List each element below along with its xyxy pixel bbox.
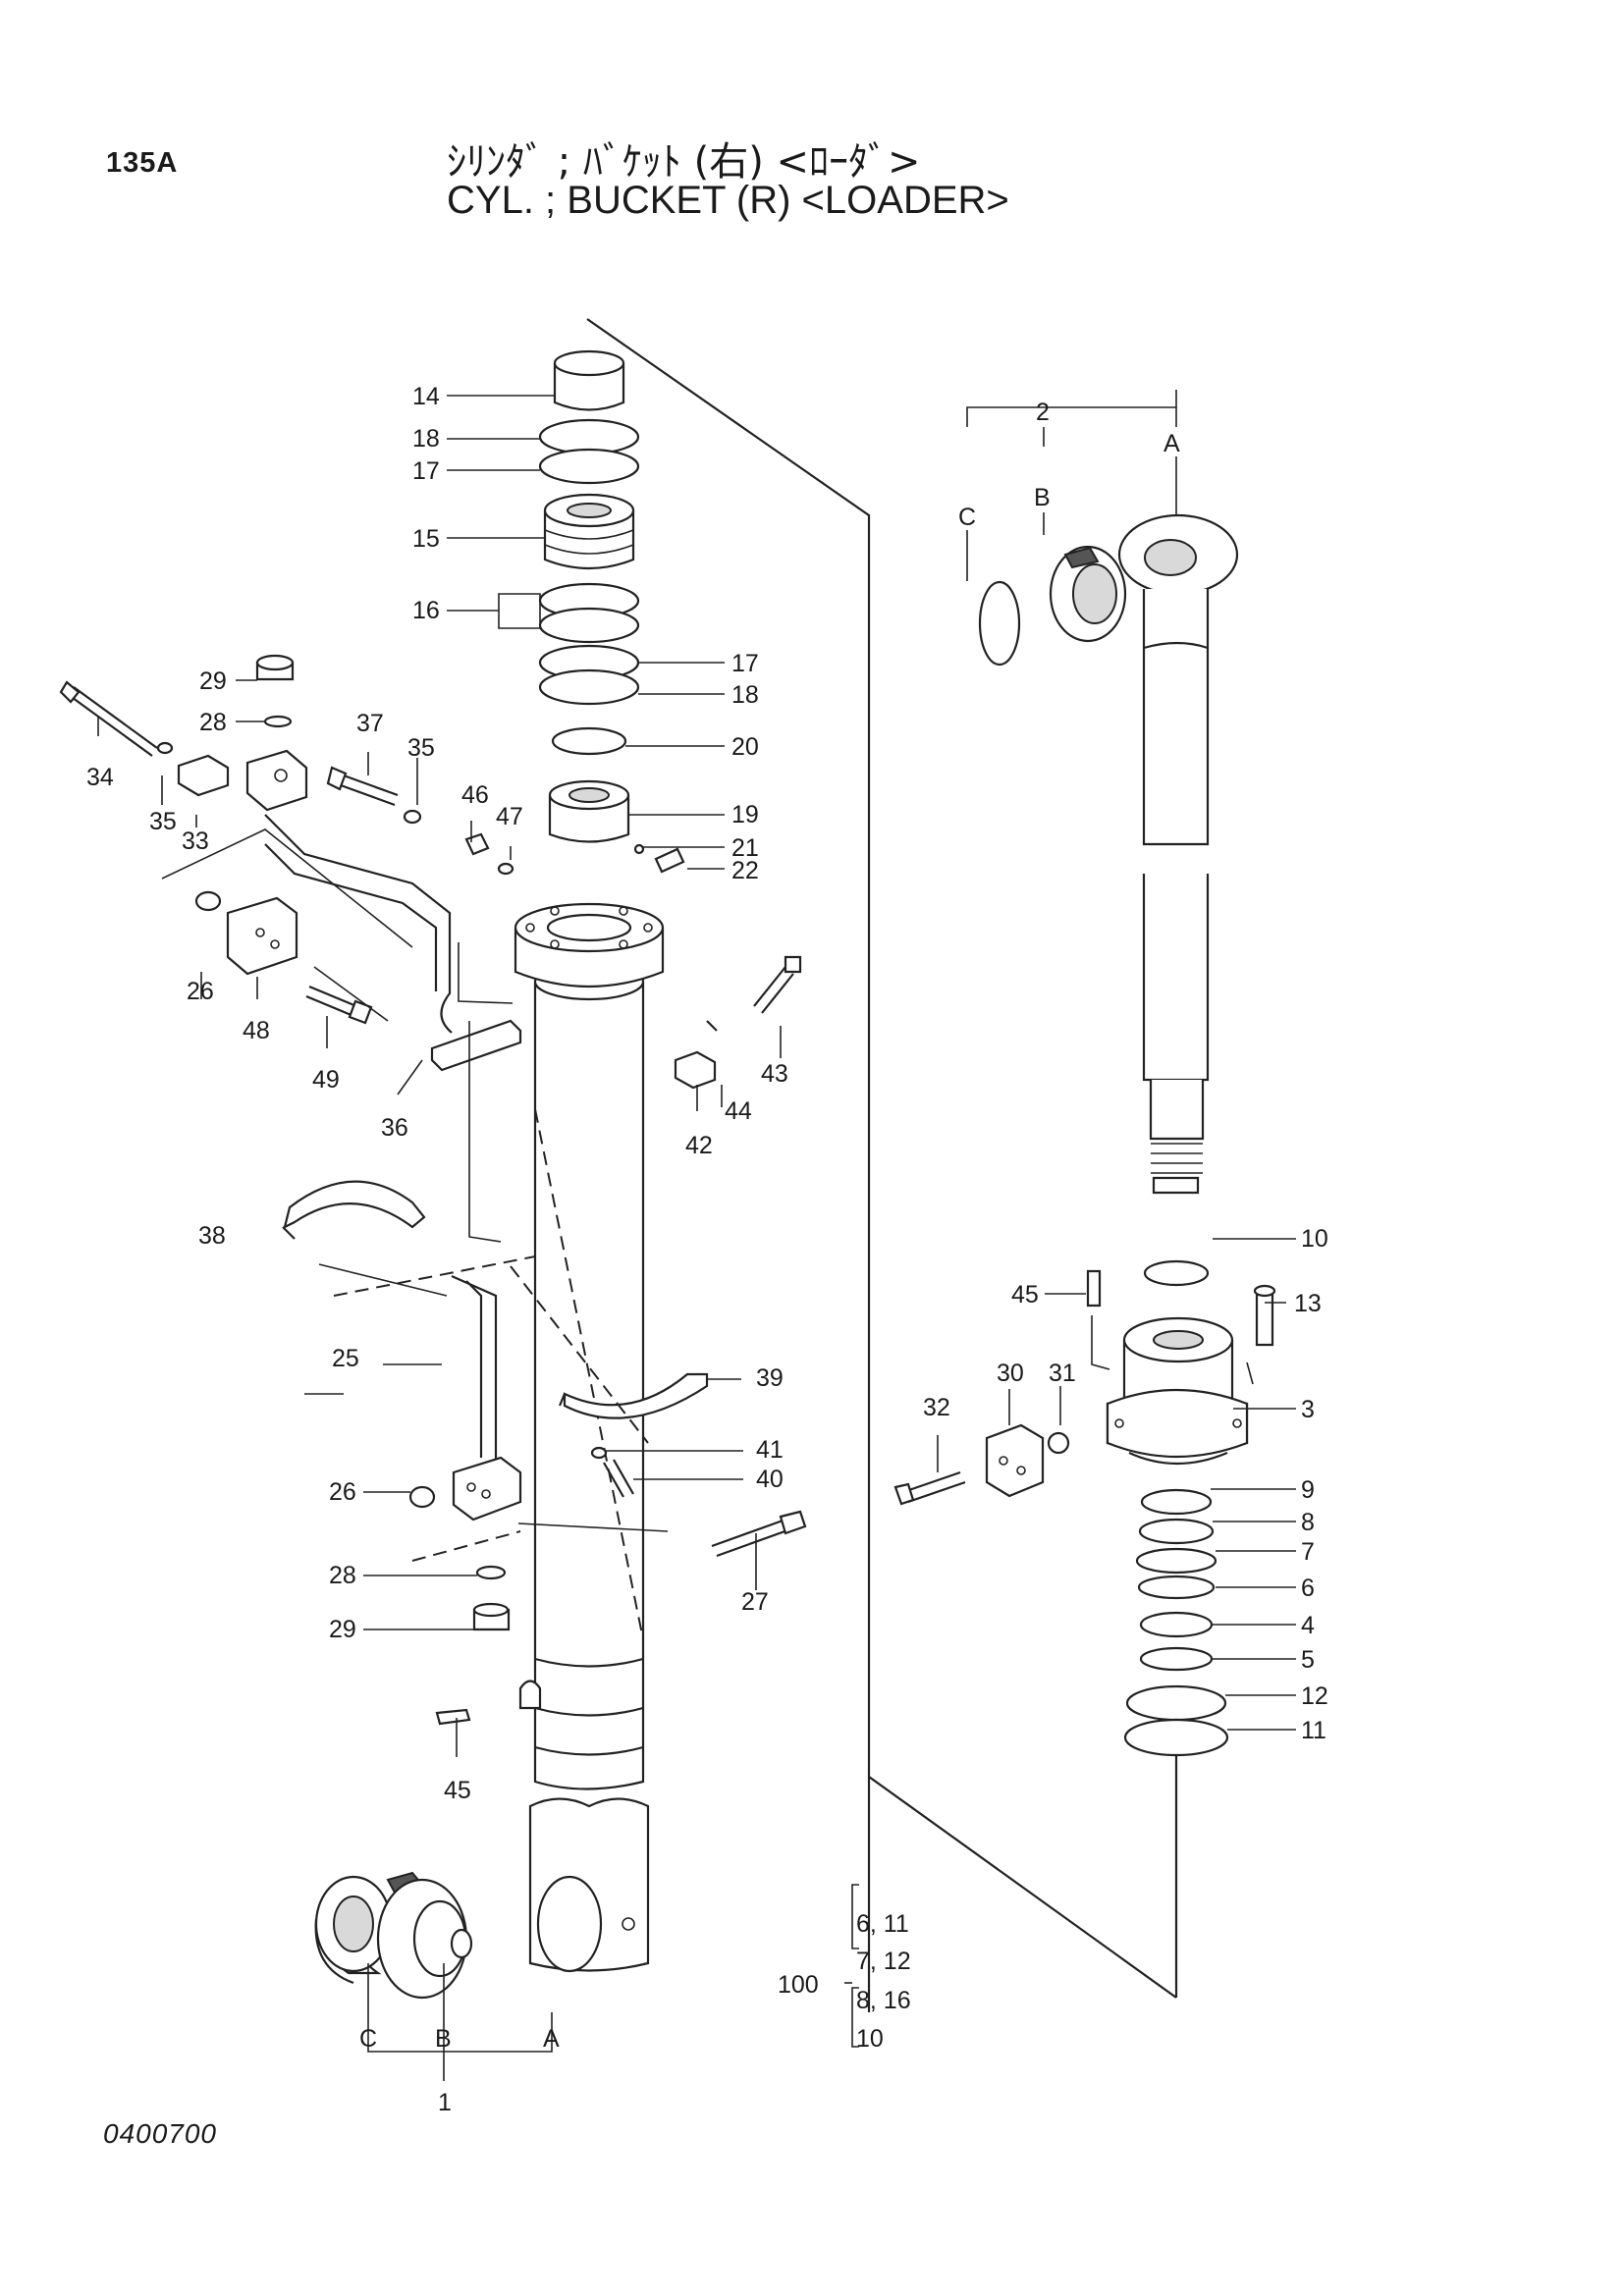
callout-1: 1 — [438, 2089, 452, 2116]
callout-44: 44 — [725, 1097, 752, 1125]
kit-item: 7, 12 — [856, 1948, 911, 1975]
callout-48: 48 — [243, 1017, 270, 1044]
callout-29b: 29 — [329, 1616, 356, 1643]
callout-39: 39 — [756, 1364, 784, 1392]
callout-tube-b: B — [435, 2025, 452, 2053]
callout-leaders — [97, 390, 1296, 2081]
callout-37: 37 — [356, 710, 384, 737]
callout-rod-b: B — [1034, 484, 1051, 511]
callout-45a: 45 — [444, 1777, 471, 1804]
kit-number: 100 — [778, 1971, 819, 1999]
callout-12: 12 — [1301, 1682, 1328, 1710]
kit-100-list: 100 6, 11 7, 12 8, 16 10 — [778, 1910, 911, 2053]
callout-33: 33 — [182, 828, 209, 855]
callout-18b: 18 — [731, 681, 759, 709]
callout-5: 5 — [1301, 1646, 1315, 1674]
cylinder-head — [893, 1259, 1276, 1757]
callout-10: 10 — [1301, 1225, 1328, 1253]
callout-35a: 35 — [407, 734, 435, 762]
callout-19: 19 — [731, 801, 759, 828]
cylinder-tube — [514, 902, 665, 1973]
callout-32: 32 — [923, 1394, 950, 1421]
callout-26a: 26 — [187, 978, 214, 1005]
callout-17: 17 — [412, 457, 440, 485]
callout-rod-a: A — [1163, 430, 1180, 457]
explosion-frame — [586, 318, 1178, 2012]
piston-rod — [978, 513, 1239, 1195]
callout-28b: 28 — [329, 1562, 356, 1589]
callout-4: 4 — [1301, 1612, 1315, 1639]
callout-7: 7 — [1301, 1538, 1315, 1566]
callout-14: 14 — [412, 383, 440, 410]
callout-13: 13 — [1294, 1290, 1322, 1317]
callout-3: 3 — [1301, 1396, 1315, 1423]
callout-41: 41 — [756, 1436, 784, 1464]
kit-item: 6, 11 — [856, 1910, 909, 1938]
callout-20: 20 — [731, 733, 759, 761]
callout-tube-a: A — [543, 2025, 560, 2053]
callout-labels: 14 18 17 15 16 17 18 20 19 21 22 29 28 3… — [86, 383, 1328, 2116]
callout-28a: 28 — [199, 709, 227, 736]
callout-29a: 29 — [199, 667, 227, 695]
callout-35b: 35 — [149, 808, 177, 835]
title-english: CYL. ; BUCKET (R) <LOADER> — [447, 179, 1009, 222]
callout-15: 15 — [412, 525, 440, 553]
tube-hardware-left — [59, 654, 522, 1243]
callout-2: 2 — [1036, 399, 1050, 426]
pipe-and-clamps — [282, 955, 807, 1726]
callout-42: 42 — [685, 1132, 713, 1159]
callout-16: 16 — [412, 597, 440, 624]
callout-43: 43 — [761, 1060, 788, 1088]
callout-9: 9 — [1301, 1476, 1315, 1504]
callout-26b: 26 — [329, 1478, 356, 1506]
callout-11: 11 — [1301, 1717, 1326, 1744]
callout-30: 30 — [997, 1360, 1024, 1387]
callout-27: 27 — [741, 1588, 769, 1616]
callout-8: 8 — [1301, 1509, 1315, 1536]
callout-34: 34 — [86, 764, 114, 791]
callout-47: 47 — [496, 803, 523, 830]
callout-45b: 45 — [1011, 1281, 1039, 1308]
callout-22: 22 — [731, 857, 759, 884]
callout-18: 18 — [412, 425, 440, 453]
callout-46: 46 — [461, 781, 489, 809]
title-japanese: ｼﾘﾝﾀﾞ ; ﾊﾞｹｯﾄ (右) <ﾛｰﾀﾞ> — [447, 139, 921, 185]
callout-21: 21 — [731, 834, 759, 862]
piston-stack — [538, 349, 685, 874]
callout-6: 6 — [1301, 1575, 1315, 1602]
document-number: 0400700 — [103, 2118, 218, 2149]
bottom-bushing-set — [314, 1871, 473, 2000]
callout-40: 40 — [756, 1466, 784, 1493]
callout-36: 36 — [381, 1114, 408, 1142]
kit-item: 8, 16 — [856, 1987, 911, 2014]
kit-item: 10 — [856, 2025, 884, 2053]
page-code: 135A — [106, 147, 179, 179]
callout-tube-c: C — [359, 2025, 377, 2053]
callout-rod-c: C — [958, 504, 976, 531]
callout-38: 38 — [198, 1222, 226, 1250]
callout-49: 49 — [312, 1066, 340, 1094]
callout-17b: 17 — [731, 650, 759, 677]
callout-31: 31 — [1049, 1360, 1076, 1387]
callout-25: 25 — [332, 1345, 359, 1372]
